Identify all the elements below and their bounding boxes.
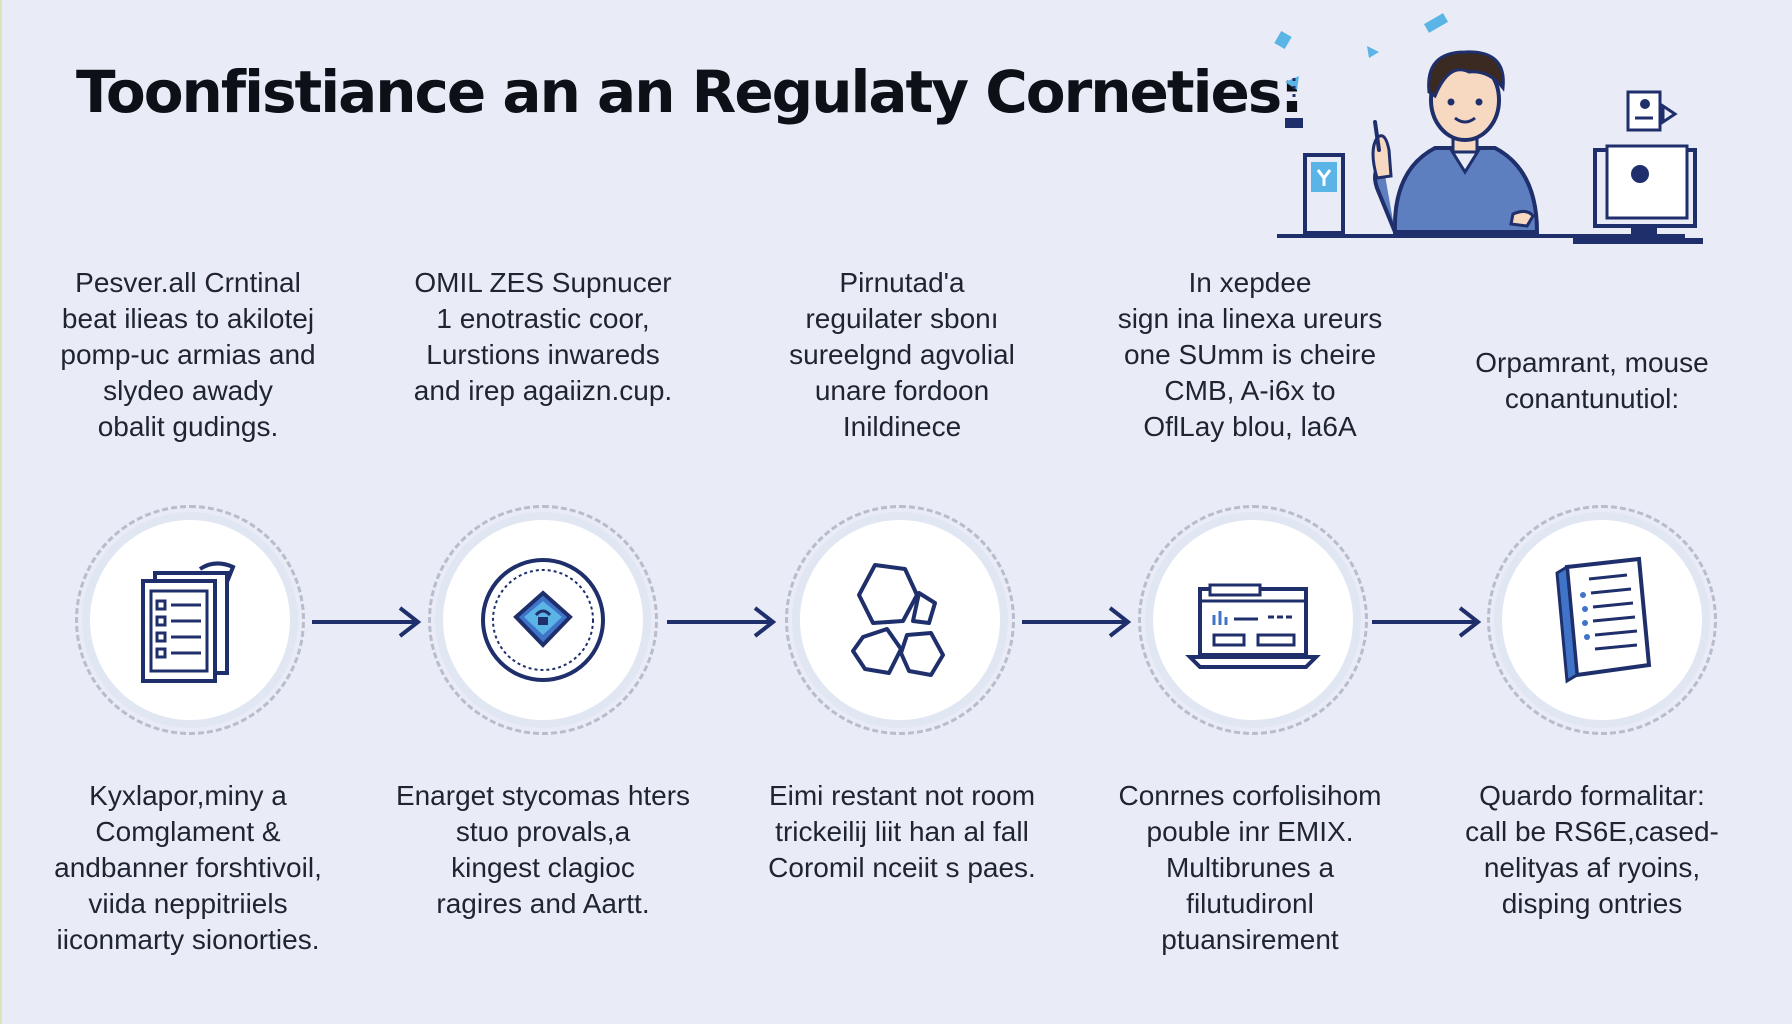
- computer-monitor-icon: [1573, 144, 1703, 244]
- report-book-icon: [1555, 556, 1652, 684]
- step-4-circle: [1138, 505, 1368, 735]
- hero-illustration: [1274, 13, 1703, 244]
- step-3-bottom-text: Eimi restant not room trickeilij liit ha…: [768, 780, 1036, 883]
- step-4-top-text: In xepdee sign ina linexa ureurs one SUm…: [1117, 267, 1383, 442]
- server-column-icon: [1303, 153, 1345, 235]
- laptop-dashboard-icon: [1185, 583, 1321, 669]
- step-5-bottom-text: Quardo formalitar: call be RS6E,cased- n…: [1465, 780, 1719, 919]
- arrow-right-icon: [667, 606, 777, 638]
- page-edge-line: [0, 0, 2, 1024]
- step-3-circle: [785, 505, 1015, 735]
- confetti-icon: [1274, 13, 1449, 90]
- arrow-right-icon: [1022, 606, 1132, 638]
- arrow-right-icon: [312, 606, 422, 638]
- step-1-circle: [75, 505, 305, 735]
- step-1-top-text: Pesver.all Crntinal beat ilieas to akilo…: [60, 267, 316, 442]
- page-title: Toonfistiance an an Regulaty Corneties:: [76, 58, 1304, 126]
- step-1-bottom-text: Kyxlapor,miny a Comglament & andbanner f…: [54, 780, 322, 955]
- checklist-document-icon: [141, 561, 236, 683]
- step-2-bottom-text: Enarget stycomas hters stuo provals,a ki…: [395, 780, 691, 919]
- step-5-top-text: Orpamrant, mouse conantunutiol:: [1475, 347, 1709, 414]
- step-2-circle: [428, 505, 658, 735]
- server-tower-icon: [1285, 78, 1303, 128]
- person-pointing-icon: [1371, 50, 1540, 234]
- puzzle-network-icon: [851, 563, 945, 677]
- step-3-top-text: Pirnutad'a reguilater sbonı sureelgnd ag…: [789, 267, 1015, 442]
- media-document-icon: [1626, 90, 1678, 132]
- step-5-circle: [1487, 505, 1717, 735]
- step-4-bottom-text: Conrnes corfolisihom pouble inr EMIX. Mu…: [1118, 780, 1382, 955]
- step-2-top-text: OMIL ZES Supnucer 1 enotrastic coor, Lur…: [413, 267, 673, 406]
- shield-badge-icon: [481, 558, 605, 682]
- arrow-right-icon: [1372, 606, 1482, 638]
